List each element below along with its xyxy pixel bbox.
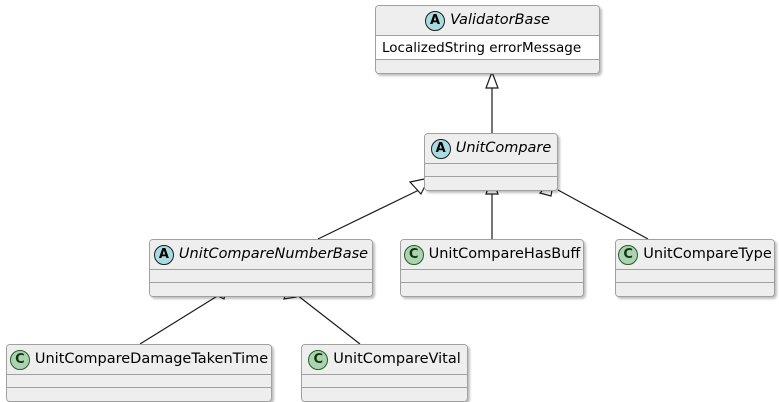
class-box-unit-compare-has-buff[interactable]: C UnitCompareHasBuff xyxy=(400,239,584,297)
class-header: C UnitCompareDamageTakenTime xyxy=(7,345,271,375)
class-header: A UnitCompare xyxy=(425,134,557,164)
operations-compartment xyxy=(376,60,599,73)
attributes-compartment: LocalizedString errorMessage xyxy=(376,36,599,60)
class-icon: C xyxy=(618,244,639,265)
class-name: UnitCompare xyxy=(455,140,552,157)
operations-compartment xyxy=(401,283,583,296)
class-header: C UnitCompareType xyxy=(616,240,774,270)
class-header: A ValidatorBase xyxy=(376,6,599,36)
class-icon: C xyxy=(9,349,30,370)
class-name: UnitCompareType xyxy=(643,246,772,263)
class-box-unit-compare-number-base[interactable]: A UnitCompareNumberBase xyxy=(149,239,373,297)
class-icon: C xyxy=(403,244,424,265)
attributes-compartment xyxy=(616,270,774,283)
class-header: C UnitCompareVital xyxy=(302,345,467,375)
attributes-compartment xyxy=(7,375,271,388)
class-name: UnitCompareVital xyxy=(333,351,461,368)
operations-compartment xyxy=(150,283,372,296)
edge-unitcomparetype-to-unitcompare xyxy=(557,189,649,240)
class-box-unit-compare-type[interactable]: C UnitCompareType xyxy=(615,239,775,297)
class-name: UnitCompareHasBuff xyxy=(428,246,581,263)
attribute-item: LocalizedString errorMessage xyxy=(382,39,582,56)
class-box-unit-compare-damage-taken-time[interactable]: C UnitCompareDamageTakenTime xyxy=(6,344,272,402)
class-icon: C xyxy=(308,349,329,370)
attributes-compartment xyxy=(401,270,583,283)
class-header: C UnitCompareHasBuff xyxy=(401,240,583,270)
abstract-class-icon: A xyxy=(153,244,174,265)
operations-compartment xyxy=(7,388,271,401)
class-name: ValidatorBase xyxy=(450,12,550,29)
attributes-compartment xyxy=(302,375,467,388)
generalization-arrowhead xyxy=(485,70,499,89)
class-box-unit-compare-vital[interactable]: C UnitCompareVital xyxy=(301,344,468,402)
attributes-compartment xyxy=(425,164,557,177)
edge-unitcomparevital-to-numberbase xyxy=(296,294,361,345)
abstract-class-icon: A xyxy=(425,10,446,31)
class-header: A UnitCompareNumberBase xyxy=(150,240,372,270)
operations-compartment xyxy=(302,388,467,401)
edge-unitcomparedamagetakentime-to-numberbase xyxy=(139,294,220,345)
operations-compartment xyxy=(425,177,557,190)
class-box-validator-base[interactable]: A ValidatorBase LocalizedString errorMes… xyxy=(375,5,600,74)
class-name: UnitCompareNumberBase xyxy=(178,246,369,263)
class-name: UnitCompareDamageTakenTime xyxy=(34,351,269,368)
operations-compartment xyxy=(616,283,774,296)
edge-unitcomparenumberbase-to-unitcompare xyxy=(317,189,420,240)
attributes-compartment xyxy=(150,270,372,283)
abstract-class-icon: A xyxy=(430,138,451,159)
class-box-unit-compare[interactable]: A UnitCompare xyxy=(424,133,558,191)
